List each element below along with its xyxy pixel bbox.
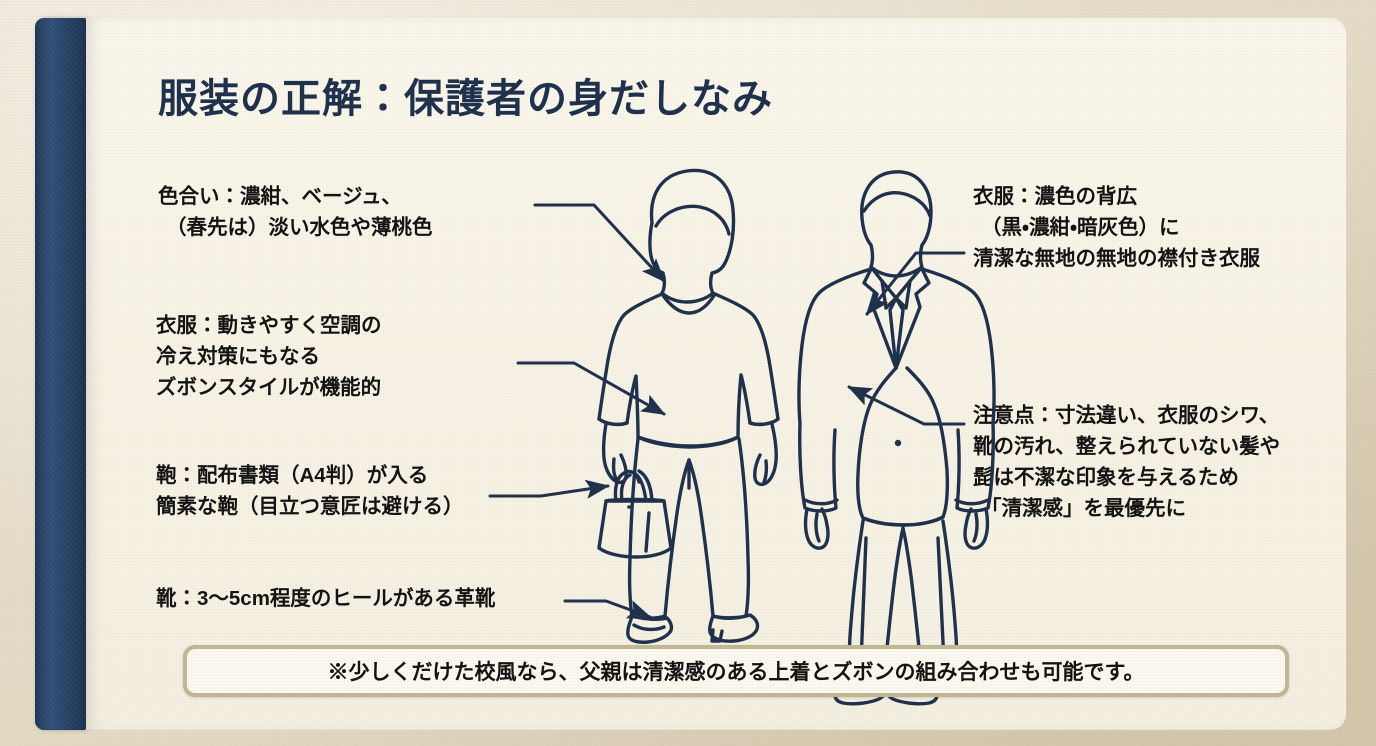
annotation-cautions-line-1: 注意点：寸法違い、衣服のシワ、 xyxy=(973,404,1280,427)
annotation-cautions-line-2: 靴の汚れ、整えられていない髪や xyxy=(973,435,1281,458)
leader-line-cautions xyxy=(847,385,966,426)
footer-note-text: ※少しくだけた校風なら、父親は清潔感のある上着とズボンの組み合わせも可能です。 xyxy=(327,661,1145,684)
book-page: 服装の正解：保護者の身だしなみ 色合い：濃紺、ベージュ、 （春先は）淡い水色や薄桃… xyxy=(86,18,1346,730)
page-title: 服装の正解：保護者の身だしなみ xyxy=(158,76,773,121)
annotation-clothing-mens-line-2: （黒・濃紺・暗灰色）に xyxy=(981,216,1180,239)
handbag xyxy=(597,469,673,559)
annotation-cautions-line-3: 髭は不潔な印象を与えるため xyxy=(973,466,1239,489)
leader-line-clothing-womens xyxy=(516,361,666,416)
annotation-clothing-womens: 衣服：動きやすく空調の冷え対策にもなるズボンスタイルが機能的 xyxy=(156,310,382,403)
annotation-color-palette: 色合い：濃紺、ベージュ、 （春先は）淡い水色や薄桃色 xyxy=(158,181,433,243)
book-spine xyxy=(35,18,86,730)
leader-line-bag xyxy=(488,479,610,499)
annotation-clothing-mens-line-1: 衣服：濃色の背広 xyxy=(973,185,1137,208)
footer-note-box: ※少しくだけた校風なら、父親は清潔感のある上着とズボンの組み合わせも可能です。 xyxy=(183,645,1289,697)
illustration-layer xyxy=(488,168,996,706)
leader-line-clothing-mens xyxy=(865,251,966,316)
annotation-clothing-womens-line-1: 衣服：動きやすく空調の xyxy=(156,314,382,337)
annotation-color-palette-line-1: 色合い：濃紺、ベージュ、 xyxy=(158,185,402,208)
annotation-cautions: 注意点：寸法違い、衣服のシワ、靴の汚れ、整えられていない髪や髭は不潔な印象を与え… xyxy=(973,400,1280,524)
leader-line-color-palette xyxy=(533,203,666,283)
annotation-clothing-womens-line-2: 冷え対策にもなる xyxy=(156,345,320,368)
annotation-color-palette-line-2: （春先は）淡い水色や薄桃色 xyxy=(166,216,433,239)
annotation-shoes: 靴：3〜5cm程度のヒールがある革靴 xyxy=(156,583,495,614)
annotation-clothing-mens-line-3: 清潔な無地の無地の襟付き衣服 xyxy=(973,247,1260,270)
annotation-bag-line-1: 鞄：配布書類（A4判）が入る xyxy=(156,464,429,487)
leader-line-shoes xyxy=(563,599,652,619)
annotation-bag-line-2: 簡素な鞄（目立つ意匠は避ける） xyxy=(156,495,464,518)
annotation-bag: 鞄：配布書類（A4判）が入る簡素な鞄（目立つ意匠は避ける） xyxy=(156,460,464,522)
annotation-shoes-line-1: 靴：3〜5cm程度のヒールがある革靴 xyxy=(156,587,496,610)
annotation-clothing-womens-line-3: ズボンスタイルが機能的 xyxy=(156,376,382,399)
annotation-cautions-line-4: 「清潔感」を最優先に xyxy=(981,497,1186,520)
annotation-clothing-mens: 衣服：濃色の背広 （黒・濃紺・暗灰色）に清潔な無地の無地の襟付き衣服 xyxy=(973,181,1260,274)
book: 服装の正解：保護者の身だしなみ 色合い：濃紺、ベージュ、 （春先は）淡い水色や薄桃… xyxy=(35,18,1346,730)
figure-man xyxy=(797,170,996,706)
